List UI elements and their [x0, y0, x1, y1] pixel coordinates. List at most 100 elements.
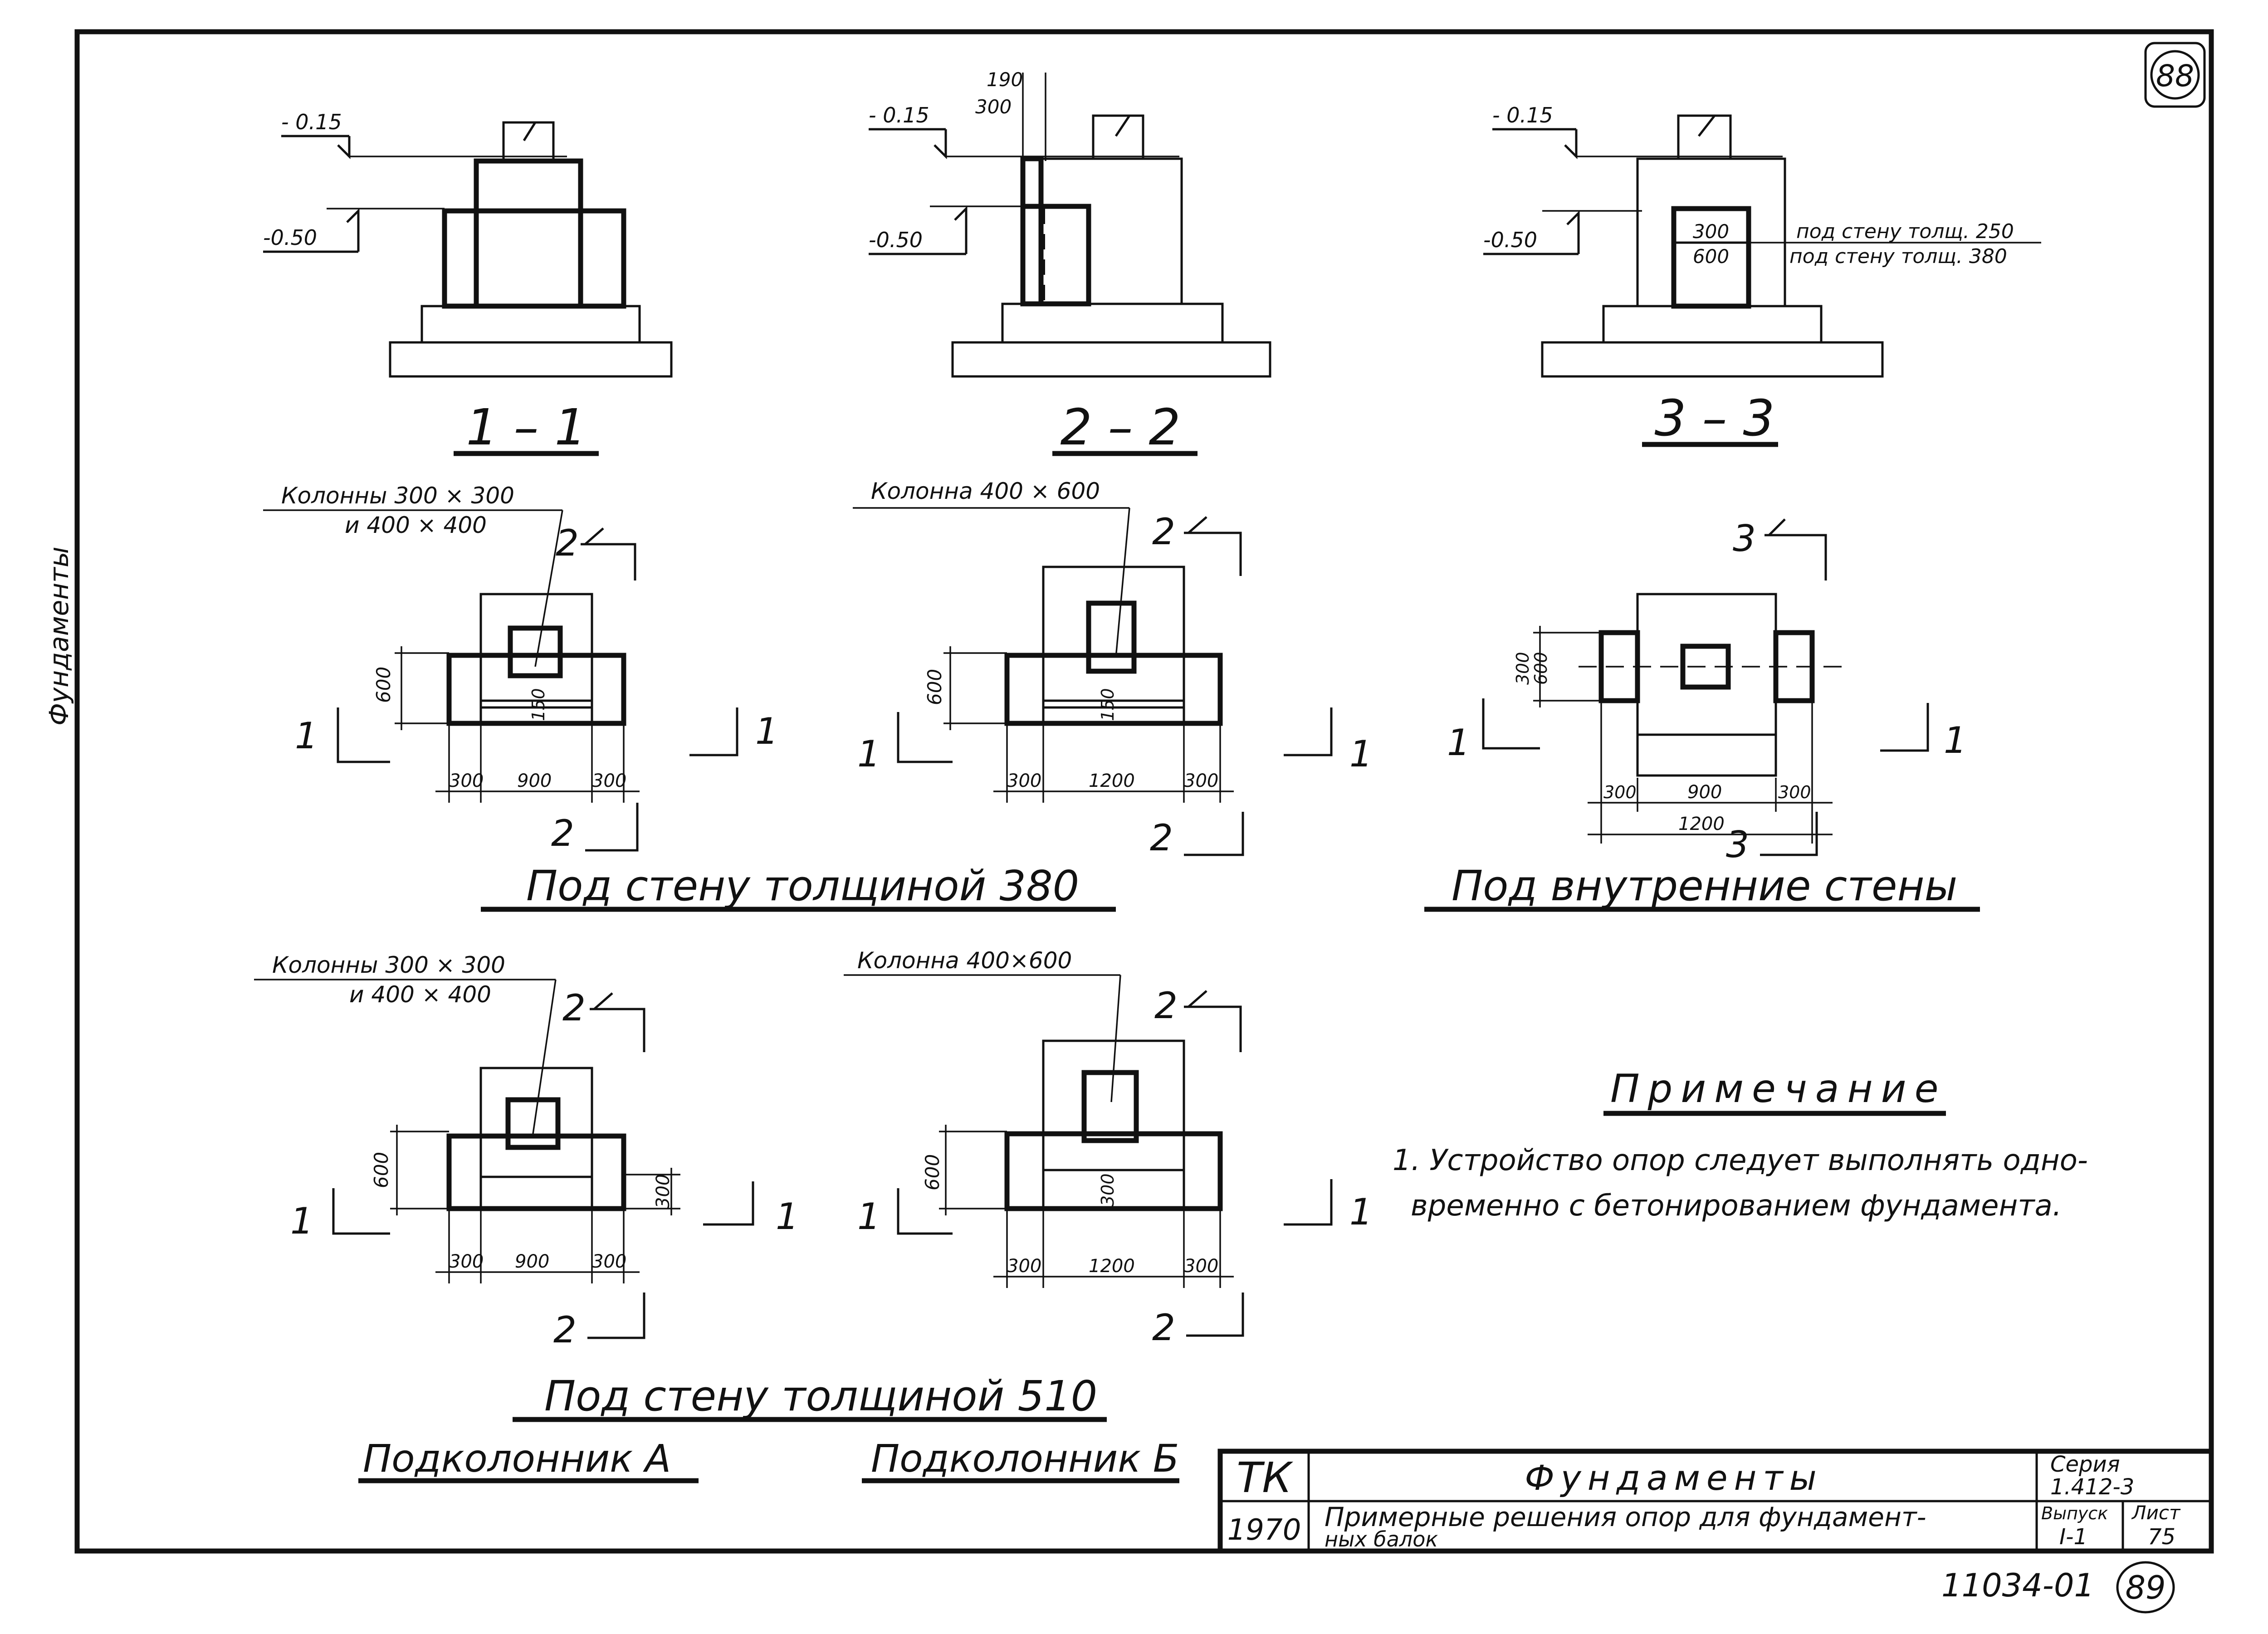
d-right: 300: [1184, 771, 1218, 791]
cut-v-top: 2: [1152, 511, 1175, 553]
cut-v-top: 2: [1154, 985, 1178, 1027]
d-right: 300: [592, 771, 626, 791]
d-inner: 300: [1098, 1173, 1118, 1206]
box-bottom: 600: [1693, 245, 1729, 268]
cut-h-left: 1: [295, 715, 318, 757]
d-right: 300: [592, 1251, 626, 1272]
cut-v-bottom: 2: [1152, 1307, 1175, 1349]
d-left: 300: [1603, 782, 1637, 802]
d-mid: 900: [1687, 782, 1722, 803]
d-total: 1200: [1678, 814, 1725, 834]
tb-subtitle-2: ных балок: [1325, 1527, 1438, 1551]
elev-top: - 0.15: [281, 110, 342, 134]
cut-h-right: 1: [1349, 1191, 1373, 1233]
note-line-1: 1. Устройство опор следует выполнять одн…: [1393, 1144, 2088, 1177]
leader-1: Колонна 400 × 600: [871, 478, 1100, 504]
d-inner: 150: [1098, 688, 1118, 721]
leader-1: Колонны 300 × 300: [272, 952, 505, 978]
archive-number: 11034-01: [1941, 1567, 2094, 1604]
leader-2: и 400 × 400: [345, 512, 487, 538]
cut-v-bottom: 2: [553, 1309, 577, 1351]
d-right: 300: [1778, 782, 1811, 802]
d-vert: 600: [370, 1152, 392, 1188]
cut-v-top: 2: [556, 522, 579, 564]
sheet-number-bottom-circle: [2116, 1561, 2175, 1614]
tb-subtitle-1: Примерные решения опор для фундамент-: [1325, 1502, 1926, 1532]
plan-a: Колонны 300 × 300 и 400 × 400 2 2 1 1 60…: [263, 483, 778, 854]
note-heading: Примечание: [1610, 1066, 1946, 1112]
elev-bottom: -0.50: [1483, 228, 1537, 252]
cut-h-left: 1: [290, 1200, 313, 1242]
d-vert-b: 600: [1531, 652, 1551, 685]
d-vert: 600: [921, 1154, 943, 1190]
plan-c: 3 3 1 1 300 600 300 900 300 1200: [1447, 517, 1967, 866]
d-vert-a: 300: [1513, 652, 1533, 685]
cut-v-bottom: 3: [1726, 824, 1749, 866]
cut-h-left: 1: [857, 1195, 880, 1238]
section-2-2: 190 300 - 0.15 -0.50 2 – 2: [869, 68, 1271, 456]
cut-h-right: 1: [776, 1195, 799, 1238]
tb-sheet-label: Лист: [2131, 1502, 2181, 1524]
plan-d: Колонны 300 × 300 и 400 × 400 2 2 1 1 60…: [254, 952, 799, 1351]
label-column-b: Подколонник Б: [871, 1436, 1179, 1481]
dim-a: 190: [987, 68, 1023, 91]
leader-1: Колонна 400×600: [857, 947, 1072, 974]
d-mid: 1200: [1089, 1256, 1135, 1277]
d-inner: 150: [528, 688, 548, 721]
d-left: 300: [449, 1251, 484, 1272]
elev-top: - 0.15: [869, 103, 929, 127]
tb-issue-label: Выпуск: [2041, 1503, 2108, 1523]
side-text: Фундаменты: [44, 546, 74, 726]
note-line-2: временно с бетонированием фундамента.: [1411, 1189, 2062, 1223]
section-label: 2 – 2: [1061, 398, 1181, 456]
d-right: 300: [1184, 1256, 1218, 1277]
sheet-number-top-circle: [2150, 50, 2200, 100]
cut-h-left: 1: [1447, 722, 1470, 764]
d-mid: 900: [517, 771, 552, 791]
section-label: 1 – 1: [466, 398, 587, 456]
leader-1: Колонны 300 × 300: [281, 483, 514, 509]
cut-v-top: 3: [1733, 517, 1756, 560]
cut-v-top: 2: [562, 987, 586, 1029]
d-mid: 900: [515, 1251, 549, 1272]
d-vert: 600: [372, 667, 395, 703]
dim-b: 300: [975, 96, 1012, 118]
elev-bottom: -0.50: [263, 225, 317, 250]
elev-bottom: -0.50: [869, 228, 923, 252]
tb-series-label: Серия: [2050, 1452, 2120, 1477]
caption-internal-walls: Под внутренние стены: [1452, 862, 1957, 910]
d-vert: 600: [924, 669, 946, 705]
tb-issue-value: I-1: [2059, 1524, 2087, 1550]
sheet-number-top-frame: [2144, 42, 2206, 108]
note-380: под стену толщ. 380: [1789, 245, 2007, 268]
caption-wall-510: Под стену толщиной 510: [544, 1372, 1097, 1420]
sheet-number-top: 88: [2156, 59, 2194, 93]
caption-wall-380: Под стену толщиной 380: [526, 862, 1079, 910]
box-top: 300: [1693, 220, 1729, 243]
sheet-number-bottom: 89: [2125, 1569, 2165, 1606]
section-1-1: - 0.15 -0.50 1 – 1: [263, 110, 673, 456]
section-3-3: - 0.15 -0.50 300 600 под стену толщ. 250…: [1483, 103, 2041, 447]
d-left: 300: [1007, 1256, 1041, 1277]
note-250: под стену толщ. 250: [1796, 220, 2014, 243]
leader-2: и 400 × 400: [349, 981, 491, 1008]
section-label: 3 – 3: [1655, 389, 1775, 447]
elev-top: - 0.15: [1492, 103, 1553, 127]
cut-h-right: 1: [755, 710, 778, 752]
cut-h-right: 1: [1944, 719, 1967, 761]
plan-b: Колонна 400 × 600 2 2 1 1 600 150 300 12…: [853, 478, 1373, 859]
d-mid: 1200: [1089, 771, 1135, 791]
d-left: 300: [449, 771, 484, 791]
tb-year: 1970: [1227, 1513, 1301, 1547]
cut-h-left: 1: [857, 733, 880, 775]
tb-sheet-value: 75: [2148, 1524, 2175, 1550]
tb-title: Фундаменты: [1525, 1458, 1823, 1498]
tb-org: ТК: [1237, 1454, 1293, 1502]
label-column-a: Подколонник А: [363, 1436, 671, 1481]
sheet-border: [74, 29, 2214, 1554]
tb-series-value: 1.412-3: [2050, 1474, 2134, 1500]
plan-e: Колонна 400×600 2 2 1 1 600 300 300 1200…: [844, 947, 1373, 1349]
cut-h-right: 1: [1349, 733, 1373, 775]
d-side: 300: [653, 1174, 674, 1209]
